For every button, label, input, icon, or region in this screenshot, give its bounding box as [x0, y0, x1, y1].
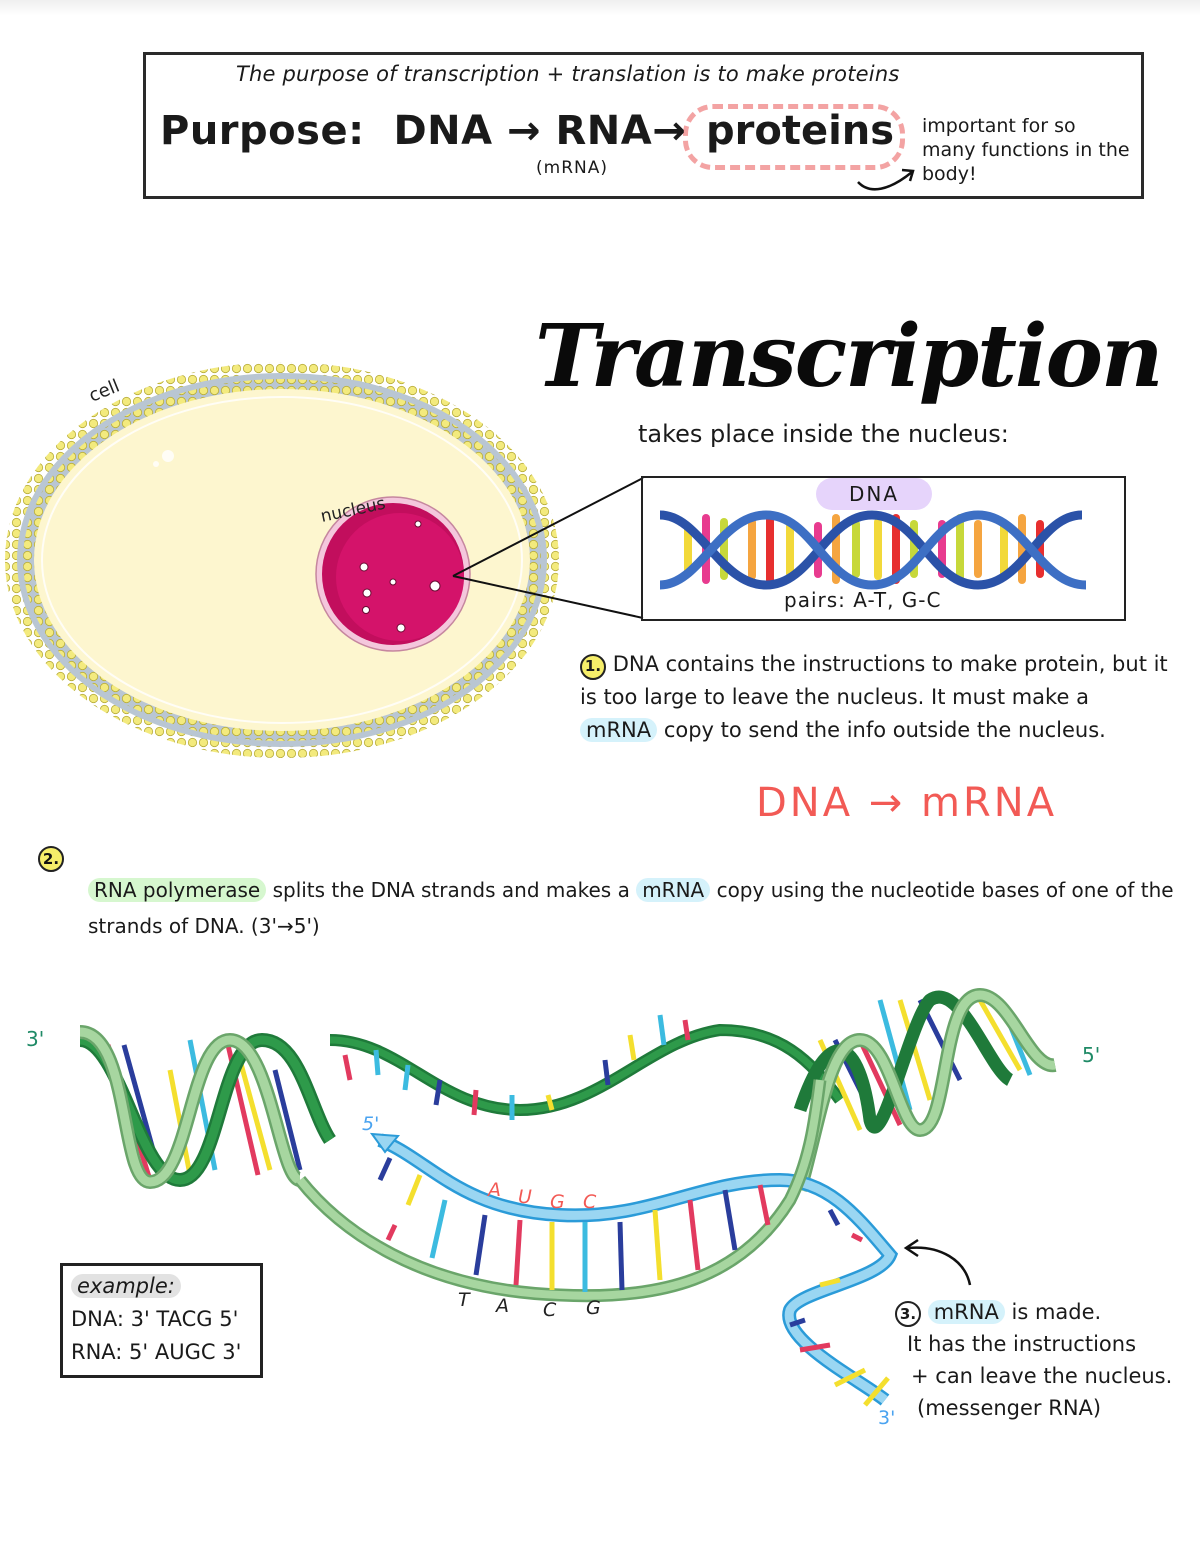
svg-text:A: A	[494, 1295, 509, 1317]
flow-dna: DNA	[393, 108, 493, 154]
arrow-icon: →	[652, 108, 687, 154]
step1-text-b: copy to send the info outside the nucleu…	[663, 718, 1106, 742]
step2-number-badge: 2.	[38, 846, 64, 872]
step3-line2: It has the instructions	[907, 1332, 1137, 1356]
step2-text-a: splits the DNA strands and makes a	[272, 878, 630, 902]
step1-number-badge: 1.	[580, 653, 606, 680]
arrow-icon: →	[507, 108, 542, 154]
step1-text-a: DNA contains the instructions to make pr…	[580, 652, 1168, 709]
step3-line4: (messenger RNA)	[917, 1396, 1102, 1420]
svg-text:C: C	[583, 1191, 597, 1213]
step3-line3: + can leave the nucleus.	[911, 1364, 1173, 1388]
example-rna: RNA: 5' AUGC 3'	[71, 1340, 242, 1364]
dna-inset-box	[641, 476, 1126, 621]
example-dna: DNA: 3' TACG 5'	[71, 1307, 239, 1331]
page-title: Transcription	[535, 306, 1163, 407]
step2-text-b: copy using the nucleotide bases of one o…	[88, 878, 1174, 938]
step2-mrna-highlight: mRNA	[636, 878, 711, 902]
dna-left-end-label: 3'	[26, 1027, 44, 1051]
dna-to-mrna-formula: DNA → mRNA	[756, 780, 1058, 826]
step3-mrna-highlight: mRNA	[927, 1300, 1005, 1324]
base-pairs-note: pairs: A-T, G-C	[784, 588, 942, 612]
svg-text:T: T	[458, 1289, 471, 1311]
example-box: example: DNA: 3' TACG 5' RNA: 5' AUGC 3'	[60, 1263, 263, 1378]
step3-paragraph: 3. mRNA is made. It has the instructions…	[895, 1296, 1195, 1424]
transcription-diagram	[78, 168, 1057, 1407]
nucleus-illustration	[315, 496, 471, 652]
svg-text:U: U	[518, 1186, 532, 1208]
dna-inset-label: DNA	[816, 478, 932, 510]
svg-text:A: A	[486, 1179, 501, 1201]
purpose-label: Purpose:	[160, 108, 365, 154]
svg-text:G: G	[586, 1297, 601, 1319]
svg-text:C: C	[543, 1299, 557, 1321]
top-fade	[0, 0, 1200, 16]
rna-end-label: 3'	[878, 1407, 895, 1429]
location-note: takes place inside the nucleus:	[638, 420, 1009, 448]
proteins-side-note: important for so many functions in the b…	[922, 115, 1130, 185]
purpose-flow: Purpose: DNA → RNA→	[160, 108, 686, 154]
purpose-subtitle: The purpose of transcription + translati…	[236, 62, 900, 86]
step3-number-badge: 3.	[895, 1301, 921, 1327]
dna-right-end-label: 5'	[1082, 1043, 1100, 1067]
cell-illustration	[5, 362, 559, 758]
flow-rna: RNA	[555, 108, 653, 154]
svg-text:G: G	[550, 1191, 565, 1213]
dna-helix-inset	[659, 510, 1087, 590]
example-title: example:	[71, 1274, 181, 1298]
purpose-box	[143, 52, 1144, 199]
flow-proteins: proteins	[706, 108, 895, 154]
rna-start-label: 5'	[362, 1113, 379, 1135]
rna-note: (mRNA)	[536, 158, 608, 178]
step3-line1: is made.	[1011, 1300, 1102, 1324]
rna-polymerase-highlight: RNA polymerase	[88, 878, 267, 902]
step1-paragraph: 1. DNA contains the instructions to make…	[580, 648, 1170, 747]
step1-mrna-highlight: mRNA	[580, 718, 658, 742]
proteins-highlight-cloud	[683, 104, 905, 170]
step2-paragraph: RNA polymerase splits the DNA strands an…	[88, 872, 1188, 944]
